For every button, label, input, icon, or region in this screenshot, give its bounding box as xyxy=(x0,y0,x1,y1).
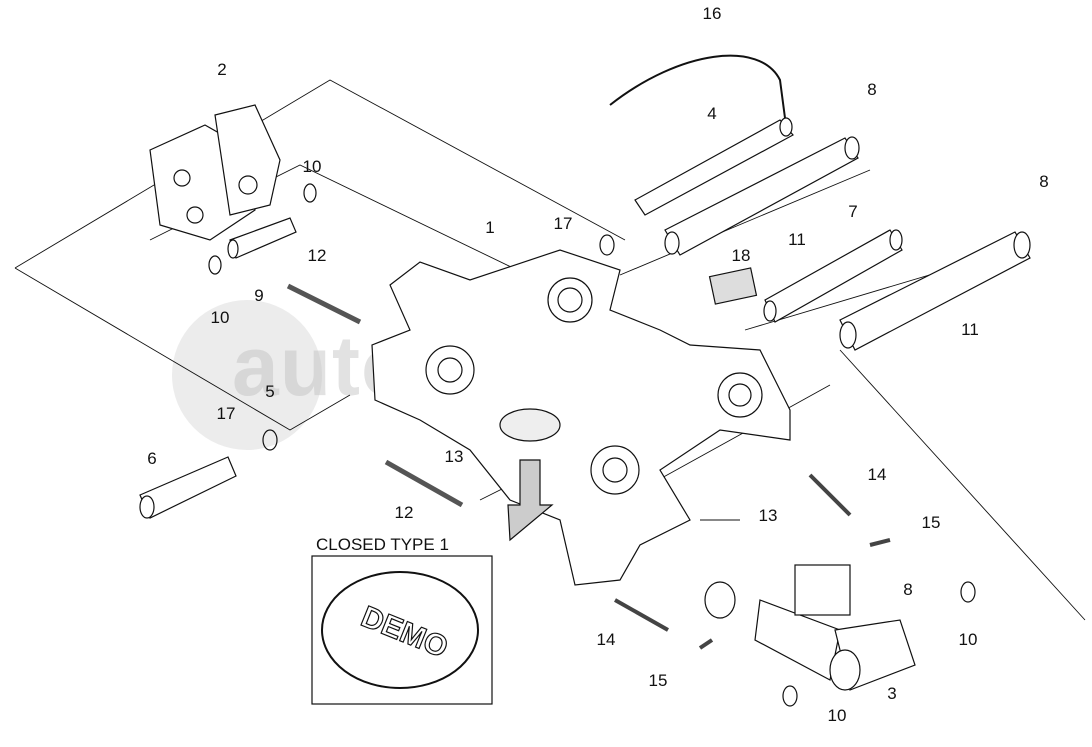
pins xyxy=(139,117,1031,519)
callout-11: 11 xyxy=(788,230,806,249)
logo-plate xyxy=(321,571,479,689)
callout-14: 14 xyxy=(867,465,887,484)
callout-10: 10 xyxy=(958,630,978,649)
callout-6: 6 xyxy=(147,449,157,468)
callout-4: 4 xyxy=(707,104,717,123)
callout-2: 2 xyxy=(217,60,227,79)
callout-7: 7 xyxy=(848,202,858,221)
cable-part-16 xyxy=(609,54,786,119)
callout-18: 18 xyxy=(731,246,751,265)
callout-16: 16 xyxy=(702,4,722,23)
fittings xyxy=(614,473,891,650)
callout-3: 3 xyxy=(887,684,897,703)
bolt-part-12-upper xyxy=(286,283,362,325)
cylinder-part-3 xyxy=(704,564,916,691)
callout-9: 9 xyxy=(254,286,264,305)
callout-12: 12 xyxy=(307,246,327,265)
callout-17: 17 xyxy=(553,214,573,233)
direction-arrow xyxy=(507,459,554,542)
callout-8: 8 xyxy=(1039,172,1049,191)
callout-1: 1 xyxy=(485,218,495,237)
callout-14: 14 xyxy=(596,630,616,649)
callout-10: 10 xyxy=(210,308,230,327)
callout-5: 5 xyxy=(265,382,275,401)
callout-13: 13 xyxy=(444,447,464,466)
callout-12: 12 xyxy=(394,503,414,522)
body-part-1 xyxy=(371,249,791,586)
callout-8: 8 xyxy=(903,580,913,599)
label-plate-part-18 xyxy=(708,267,758,305)
callout-15: 15 xyxy=(648,671,668,690)
callout-13: 13 xyxy=(758,506,778,525)
callout-11: 11 xyxy=(961,320,979,339)
seal-rings xyxy=(208,183,976,707)
callout-8: 8 xyxy=(867,80,877,99)
inset-frame xyxy=(311,555,493,705)
inset-title: CLOSED TYPE 1 xyxy=(316,535,449,554)
callout-10: 10 xyxy=(827,706,847,725)
callout-10: 10 xyxy=(302,157,322,176)
callout-17: 17 xyxy=(216,404,236,423)
callout-15: 15 xyxy=(921,513,941,532)
bracket-part-2 xyxy=(149,104,281,241)
bolt-part-12-lower xyxy=(384,459,464,508)
